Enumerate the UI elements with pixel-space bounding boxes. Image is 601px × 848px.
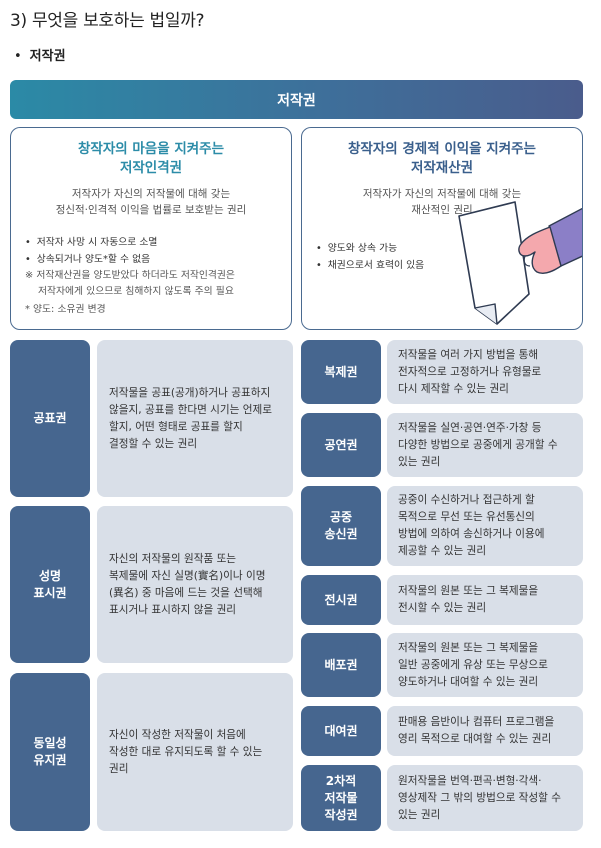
desc-line: 영리 목적으로 대여할 수 있는 권리 (398, 733, 552, 745)
moral-desc-line: 정신적·인격적 이익을 법률로 보호받는 권리 (55, 204, 247, 216)
desc-line: 표시거나 표시하지 않을 권리 (109, 603, 237, 616)
right-label-attribution: 성명 표시권 (10, 506, 90, 663)
right-label-distribution: 배포권 (301, 633, 381, 697)
right-desc-performance: 저작물을 실연·공연·연주·가창 등 다양한 방법으로 공중에게 공개할 수 있… (387, 413, 583, 477)
label-line: 작성권 (324, 807, 358, 822)
moral-desc-line: 저작자가 자신의 저작물에 대해 갖는 (71, 188, 231, 200)
moral-footnote: * 양도: 소유권 변경 (25, 304, 106, 315)
hand-holding-paper-icon (458, 201, 582, 325)
label-line: 2차적 (325, 773, 357, 788)
label-line: 성명 (38, 568, 62, 583)
label-line: 유지권 (33, 753, 67, 767)
desc-line: 복제물에 자신 실명(實名)이나 이명 (109, 569, 266, 582)
note-line: ※ 저작재산권을 양도받았다 하더라도 저작인격권은 (25, 270, 235, 281)
label-line: 공중 (329, 510, 353, 524)
note-line: 저작자에게 있으므로 침해하지 않도록 주의 필요 (38, 286, 234, 297)
label-line: 복제권 (324, 364, 358, 379)
right-label-derivative: 2차적 저작물 작성권 (301, 765, 381, 831)
desc-line: 자신의 저작물의 원작품 또는 (109, 552, 237, 565)
label-line: 표시권 (33, 585, 67, 600)
desc-line: 다시 제작할 수 있는 권리 (398, 382, 509, 395)
section-title-text: 저작권 (29, 49, 66, 64)
right-label-exhibition: 전시권 (301, 575, 381, 625)
label-line: 공연권 (324, 437, 358, 452)
right-desc-derivative: 원저작물을 번역·편곡·변형·각색· 영상제작 그 밖의 방법으로 작성할 수 … (387, 765, 583, 831)
desc-line: 저작물을 실연·공연·연주·가창 등 (398, 421, 542, 434)
desc-line: 영상제작 그 밖의 방법으로 작성할 수 (398, 791, 562, 804)
section-title: • 저작권 (14, 45, 66, 64)
economic-title-line: 창작자의 경제적 이익을 지켜주는 (348, 141, 536, 157)
desc-line: 저작물의 원본 또는 그 복제물을 (398, 641, 539, 654)
economic-card-desc: 저작자가 자신의 저작물에 대해 갖는 재산적인 권리 (302, 186, 582, 218)
copyright-banner: 저작권 (10, 80, 583, 119)
desc-line: 자신이 작성한 저작물이 처음에 (109, 728, 246, 741)
label-line: 배포권 (324, 657, 358, 672)
right-desc-rental: 판매용 음반이나 컴퓨터 프로그램을 영리 목적으로 대여할 수 있는 권리 (387, 706, 583, 756)
label-line: 동일성 (33, 736, 67, 750)
label-line: 공표권 (33, 411, 67, 425)
right-desc-publication: 저작물을 공표(공개)하거나 공표하지 않을지, 공표를 한다면 시기는 언제로… (97, 340, 293, 497)
list-item: 채권으로서 효력이 있음 (316, 257, 582, 274)
list-item: 상속되거나 양도*할 수 없음 (25, 251, 291, 268)
right-label-integrity: 동일성 유지권 (10, 673, 90, 831)
moral-title-line: 창작자의 마음을 지켜주는 (77, 141, 225, 157)
moral-note: ※ 저작재산권을 양도받았다 하더라도 저작인격권은 저작자에게 있으므로 침해… (11, 268, 291, 300)
desc-line: 저작물을 공표(공개)하거나 공표하지 (109, 386, 271, 399)
moral-card-title: 창작자의 마음을 지켜주는 저작인격권 (11, 140, 291, 178)
desc-line: 저작물의 원본 또는 그 복제물을 (398, 585, 539, 597)
right-label-transmission: 공중 송신권 (301, 486, 381, 566)
economic-card-title: 창작자의 경제적 이익을 지켜주는 저작재산권 (302, 140, 582, 178)
right-desc-exhibition: 저작물의 원본 또는 그 복제물을 전시할 수 있는 권리 (387, 575, 583, 625)
economic-title-line: 저작재산권 (410, 160, 474, 176)
right-desc-integrity: 자신이 작성한 저작물이 처음에 작성한 대로 유지되도록 할 수 있는 권리 (97, 673, 293, 831)
moral-rights-card: 창작자의 마음을 지켜주는 저작인격권 저작자가 자신의 저작물에 대해 갖는 … (10, 127, 292, 330)
desc-line: 일반 공중에게 유상 또는 무상으로 (398, 658, 548, 671)
economic-bullet-list: 양도와 상속 가능 채권으로서 효력이 있음 (302, 240, 582, 274)
label-line: 전시권 (324, 592, 358, 607)
desc-line: 판매용 음반이나 컴퓨터 프로그램을 (398, 716, 555, 728)
moral-card-desc: 저작자가 자신의 저작물에 대해 갖는 정신적·인격적 이익을 법률로 보호받는… (11, 186, 291, 218)
desc-line: 목적으로 무선 또는 유선통신의 (398, 511, 535, 523)
desc-line: 있는 권리 (398, 808, 441, 821)
label-line: 저작물 (324, 790, 358, 805)
desc-line: 작성한 대로 유지되도록 할 수 있는 (109, 745, 263, 758)
desc-line: 있는 권리 (398, 455, 441, 468)
right-label-reproduction: 복제권 (301, 340, 381, 404)
desc-line: 권리 (109, 762, 129, 775)
moral-title-line: 저작인격권 (119, 160, 183, 176)
desc-line: 공중이 수신하거나 접근하게 할 (398, 494, 535, 506)
right-desc-transmission: 공중이 수신하거나 접근하게 할 목적으로 무선 또는 유선통신의 방법에 의하… (387, 486, 583, 566)
desc-line: 결정할 수 있는 권리 (109, 437, 198, 450)
economic-desc-line: 저작자가 자신의 저작물에 대해 갖는 (362, 188, 522, 200)
desc-line: 양도하거나 대여할 수 있는 권리 (398, 675, 539, 688)
desc-line: 저작물을 여러 가지 방법을 통해 (398, 348, 539, 361)
list-item: 저작자 사망 시 자동으로 소멸 (25, 234, 291, 251)
right-desc-distribution: 저작물의 원본 또는 그 복제물을 일반 공중에게 유상 또는 무상으로 양도하… (387, 633, 583, 697)
right-label-performance: 공연권 (301, 413, 381, 477)
page-heading: 3) 무엇을 보호하는 법일까? (10, 11, 205, 31)
desc-line: 다양한 방법으로 공중에게 공개할 수 (398, 438, 558, 451)
right-label-rental: 대여권 (301, 706, 381, 756)
economic-rights-card: 창작자의 경제적 이익을 지켜주는 저작재산권 저작자가 자신의 저작물에 대해… (301, 127, 583, 330)
right-label-publication: 공표권 (10, 340, 90, 497)
label-line: 대여권 (324, 723, 358, 738)
desc-line: 원저작물을 번역·편곡·변형·각색· (398, 774, 542, 787)
desc-line: (異名) 중 마음에 드는 것을 선택해 (109, 586, 263, 599)
economic-desc-line: 재산적인 권리 (411, 204, 473, 216)
right-desc-reproduction: 저작물을 여러 가지 방법을 통해 전자적으로 고정하거나 유형물로 다시 제작… (387, 340, 583, 404)
desc-line: 전자적으로 고정하거나 유형물로 (398, 365, 542, 378)
desc-line: 할지, 어떤 형태로 공표를 할지 (109, 420, 243, 433)
desc-line: 않을지, 공표를 한다면 시기는 언제로 (109, 403, 273, 416)
right-desc-attribution: 자신의 저작물의 원작품 또는 복제물에 자신 실명(實名)이나 이명 (異名)… (97, 506, 293, 663)
desc-line: 방법에 의하여 송신하거나 이용에 (398, 528, 545, 540)
desc-line: 제공할 수 있는 권리 (398, 545, 487, 557)
bullet-dot: • (14, 49, 22, 64)
moral-bullet-list: 저작자 사망 시 자동으로 소멸 상속되거나 양도*할 수 없음 (11, 234, 291, 268)
list-item: 양도와 상속 가능 (316, 240, 582, 257)
label-line: 송신권 (324, 527, 358, 541)
desc-line: 전시할 수 있는 권리 (398, 602, 487, 614)
